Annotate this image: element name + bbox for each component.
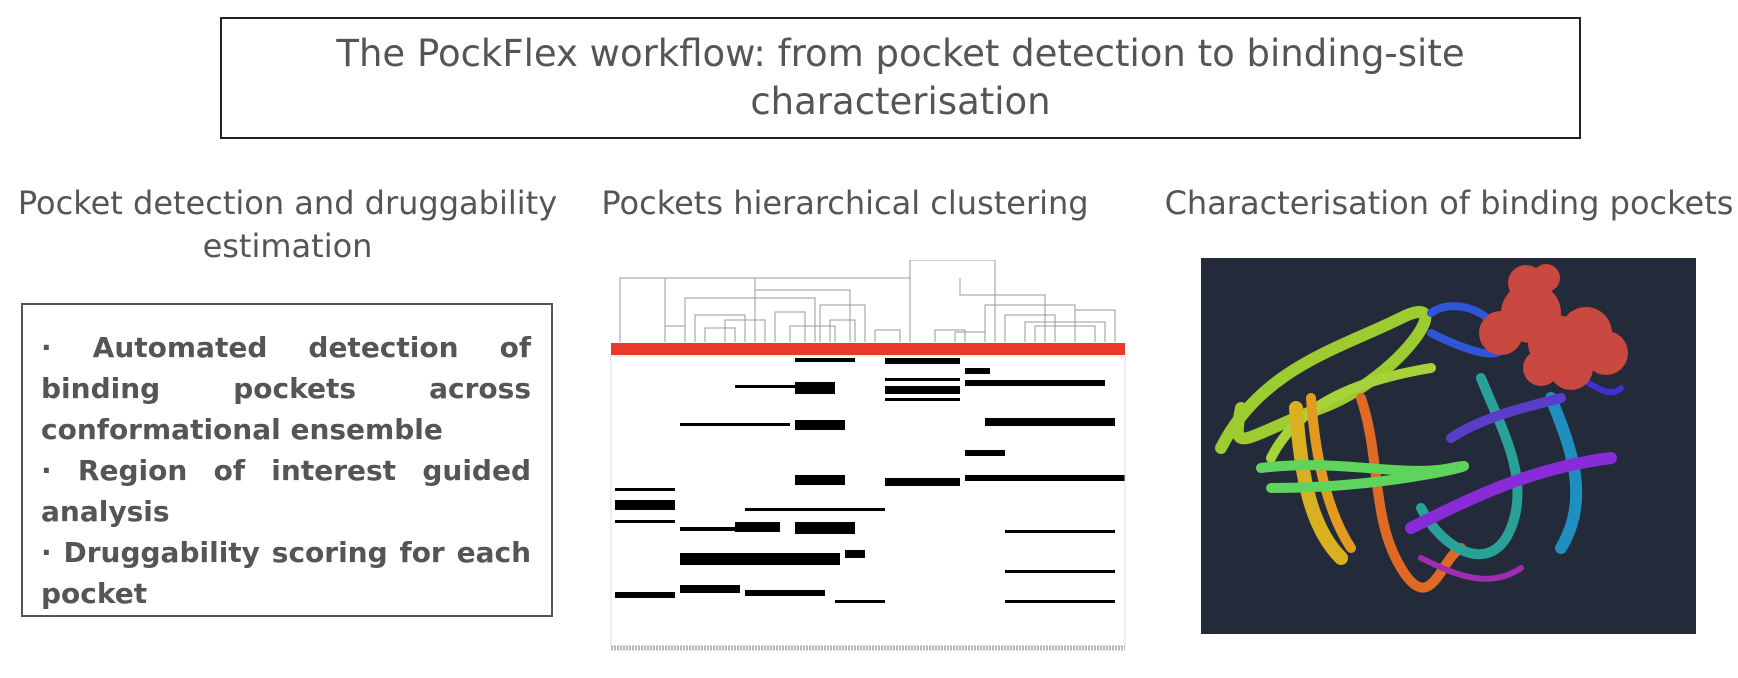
protein-ribbons (1215, 302, 1624, 593)
heatmap-blocks (615, 358, 1125, 603)
workflow-title: The PockFlex workflow: from pocket detec… (220, 17, 1581, 139)
bullet-druggability-scoring: · Druggability scoring for each pocket (41, 536, 531, 610)
bullet-automated-detection: · Automated detection of binding pockets… (41, 331, 531, 446)
bullet-region-of-interest: · Region of interest guided analysis (41, 454, 531, 528)
clustering-title: Pockets hierarchical clustering (601, 184, 1089, 222)
binding-pocket-render (1201, 258, 1696, 634)
clustering-dendrogram-heatmap (610, 260, 1126, 651)
detection-bullet-box: · Automated detection of binding pockets… (21, 303, 553, 617)
workflow-title-text: The PockFlex workflow: from pocket detec… (336, 32, 1465, 123)
binding-pocket-surface (1479, 264, 1628, 390)
characterisation-title: Characterisation of binding pockets (1164, 184, 1734, 222)
detection-title: Pocket detection and druggability estima… (17, 184, 558, 265)
dendrogram-tree (619, 260, 1116, 342)
pocket-label-bar (611, 343, 1125, 355)
